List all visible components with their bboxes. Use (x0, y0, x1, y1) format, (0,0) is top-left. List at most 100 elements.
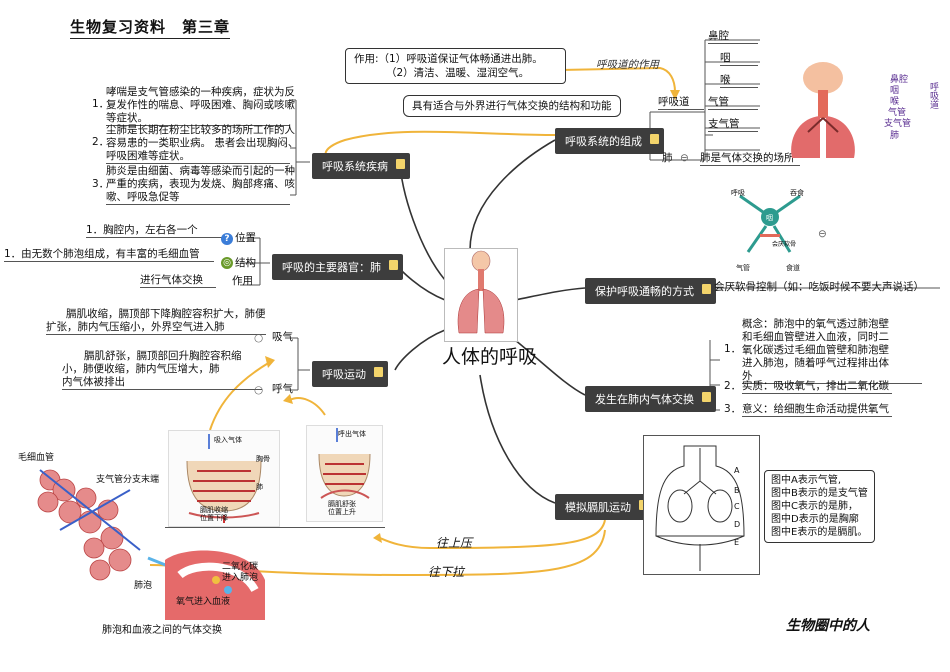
alveoli-figure (20, 450, 270, 620)
fig-label-lung: 肺 (890, 131, 900, 141)
jar-letter-c: C (734, 502, 740, 511)
organ-structure-text: 1．由无数个肺泡组成，有丰富的毛细血管 (4, 248, 214, 262)
epiglottis-fig-breath: 呼吸 (731, 189, 745, 197)
note-icon (702, 284, 711, 294)
exchange-number-3: 3． (724, 403, 742, 415)
exhale-line-2: 小，肺便收缩，肺内气压增大，肺 (62, 363, 220, 375)
o2-enter-label: 氧气进入血液 (176, 597, 231, 607)
disease-1-line-2: 复发作性的喘息、呼吸困难、胸闷或咳嗽 (106, 99, 295, 111)
epiglottis-fig-esophagus: 食道 (786, 264, 800, 272)
exchange-concept-line-5: 外 (742, 370, 922, 384)
ribcage-exhale-figure (306, 425, 383, 522)
page-title: 生物复习资料 第三章 (70, 18, 231, 36)
disease-3-line-2: 严重的疾病，表现为发烧、胸部疼痛、咳 (106, 178, 295, 190)
model-legend-line-5: 图中E表示的是膈肌。 (771, 527, 868, 538)
inhale-description: 膈肌收缩，膈顶部下降胸腔容积扩大，肺便 扩张，肺内气压缩小，外界空气进入肺 (46, 308, 266, 335)
exchange-concept-line-4: 进入肺泡，随着呼气过程排出体 (742, 357, 889, 369)
branch-lung-gas-exchange[interactable]: 发生在肺内气体交换 (585, 386, 716, 412)
jar-letter-e: E (734, 538, 740, 547)
model-legend-box: 图中A表示气管, 图中B表示的是支气管 图中C表示的是肺， 图中D表示的是胸廓 … (764, 470, 875, 543)
branch-breathing-movement-label: 呼吸运动 (322, 368, 366, 381)
respiratory-figure (457, 250, 505, 334)
organ-structure-label: 结构 (235, 257, 256, 269)
organ-position-label: 位置 (235, 232, 256, 244)
disease-1-text: 哮喘是支气管感染的一种疾病，症状为反 复发作性的喘息、呼吸困难、胸闷或咳嗽 等症… (106, 86, 295, 126)
disease-2-number: 2． (92, 136, 110, 148)
co2-enter-text: 二氧化碳 进入肺泡 (222, 562, 258, 584)
airway-part-trachea: 气管 (708, 96, 758, 110)
fig-label-larynx: 喉 (890, 97, 900, 107)
jar-letter-b: B (734, 486, 740, 495)
epiglottis-fig-icon: ⊖ (818, 228, 827, 240)
branch-main-organ-label: 呼吸的主要器官：肺 (282, 261, 381, 274)
inhale-label: 吸气 (272, 331, 293, 343)
organ-function-text: 进行气体交换 (140, 274, 216, 288)
airway-part-larynx: 喉 (720, 74, 758, 88)
branch-respiratory-composition[interactable]: 呼吸系统的组成 (555, 128, 664, 154)
airway-label: 呼吸道 (658, 96, 704, 110)
exchange-number-1: 1． (724, 343, 742, 355)
organ-position-text: 1．胸腔内，左右各一个 (86, 224, 222, 238)
branch-main-organ[interactable]: 呼吸的主要器官：肺 (272, 254, 403, 280)
structure-icon: ◎ (221, 257, 233, 269)
branch-breathing-movement[interactable]: 呼吸运动 (312, 361, 388, 387)
airway-part-nose: 鼻腔 (708, 30, 758, 44)
exhale-circle-icon: ○ (254, 384, 264, 396)
branch-respiratory-composition-label: 呼吸系统的组成 (565, 135, 642, 148)
alveolus-label: 肺泡 (134, 581, 153, 591)
exhale-label: 呼气 (272, 383, 293, 395)
branch-airway-protection[interactable]: 保护呼吸通畅的方式 (585, 278, 716, 304)
bronchiole-label: 支气管分支末端 (96, 475, 160, 485)
model-legend-line-3: 图中C表示的是肺， (771, 501, 858, 512)
diaphragm-down-line-2: 位置下降 (200, 514, 228, 522)
exhale-line-3: 内气体被排出 (62, 376, 262, 390)
diaphragm-up-text: 膈肌舒张 位置上升 (328, 500, 356, 516)
airway-function-line-2: （2）清洁、温暖、湿润空气。 (386, 67, 530, 79)
exhale-description: 膈肌舒张，膈顶部回升胸腔容积缩 小，肺便收缩，肺内气压增大，肺 内气体被排出 (62, 350, 262, 390)
diaphragm-up-line-2: 位置上升 (328, 508, 356, 516)
lung-label: 肺 (662, 152, 673, 164)
disease-2-line-1: 尘肺是长期在粉尘比较多的场所工作的人 (106, 124, 295, 136)
lung-desc-icon: ⊖ (680, 152, 689, 164)
diaphragm-down-line-1: 膈肌收缩 (200, 506, 228, 514)
fig-label-trachea: 气管 (888, 108, 907, 118)
lung-description: 肺是气体交换的场所 (700, 152, 800, 166)
jar-letter-a: A (734, 466, 740, 475)
epiglottis-fig-epiglottis: 会厌软骨 (772, 241, 797, 248)
push-up-label: 往上压 (436, 536, 473, 550)
disease-1-number: 1． (92, 98, 110, 110)
branch-respiratory-diseases[interactable]: 呼吸系统疾病 (312, 153, 410, 179)
epiglottis-fig-trachea: 气管 (736, 264, 750, 272)
branch-diaphragm-model-label: 模拟膈肌运动 (565, 501, 631, 514)
exhale-air-label: 呼出气体 (338, 430, 366, 438)
exchange-essence: 实质：吸收氧气，排出二氧化碳 (742, 380, 892, 394)
inhale-line-1: 膈肌收缩，膈顶部下降胸腔容积扩大，肺便 (66, 308, 266, 320)
exchange-concept: 概念：肺泡中的氧气透过肺泡壁 和毛细血管壁进入血液，同时二 氧化碳透过毛细血管壁… (742, 318, 922, 384)
epiglottis-figure (728, 182, 812, 272)
branch-diaphragm-model[interactable]: 模拟膈肌运动 (555, 494, 653, 520)
diaphragm-up-line-1: 膈肌舒张 (328, 500, 356, 508)
co2-enter-line-2: 进入肺泡 (222, 573, 259, 583)
branch-respiratory-diseases-label: 呼吸系统疾病 (322, 160, 388, 173)
co2-enter-line-1: 二氧化碳 (222, 562, 259, 572)
disease-1-line-3: 等症状。 (106, 112, 290, 126)
jar-letter-d: D (734, 520, 741, 529)
airway-part-bronchi: 支气管 (708, 118, 758, 132)
airway-function-line-1: 作用:（1）呼吸道保证气体畅通进出肺。 (354, 53, 543, 65)
pull-down-label: 往下拉 (428, 565, 465, 579)
lung-small-label: 肺 (256, 483, 263, 491)
exhale-line-1: 膈肌舒张，膈顶部回升胸腔容积缩 (84, 350, 242, 362)
exchange-number-2: 2． (724, 380, 742, 392)
structure-note-box: 具有适合与外界进行气体交换的结构和功能 (403, 95, 621, 117)
question-icon: ? (221, 233, 233, 245)
note-icon (374, 367, 383, 377)
note-icon (650, 134, 659, 144)
note-icon (389, 260, 398, 270)
epiglottis-fig-pharynx: 咽 (766, 214, 773, 222)
disease-1-line-1: 哮喘是支气管感染的一种疾病，症状为反 (106, 86, 295, 98)
center-title: 人体的呼吸 (442, 346, 538, 368)
organ-function-label: 作用 (232, 275, 253, 287)
fig-label-nose: 鼻腔 (890, 75, 909, 85)
airway-function-note: 呼吸道的作用 (596, 59, 659, 71)
diaphragm-down-text: 膈肌收缩 位置下降 (200, 506, 228, 522)
